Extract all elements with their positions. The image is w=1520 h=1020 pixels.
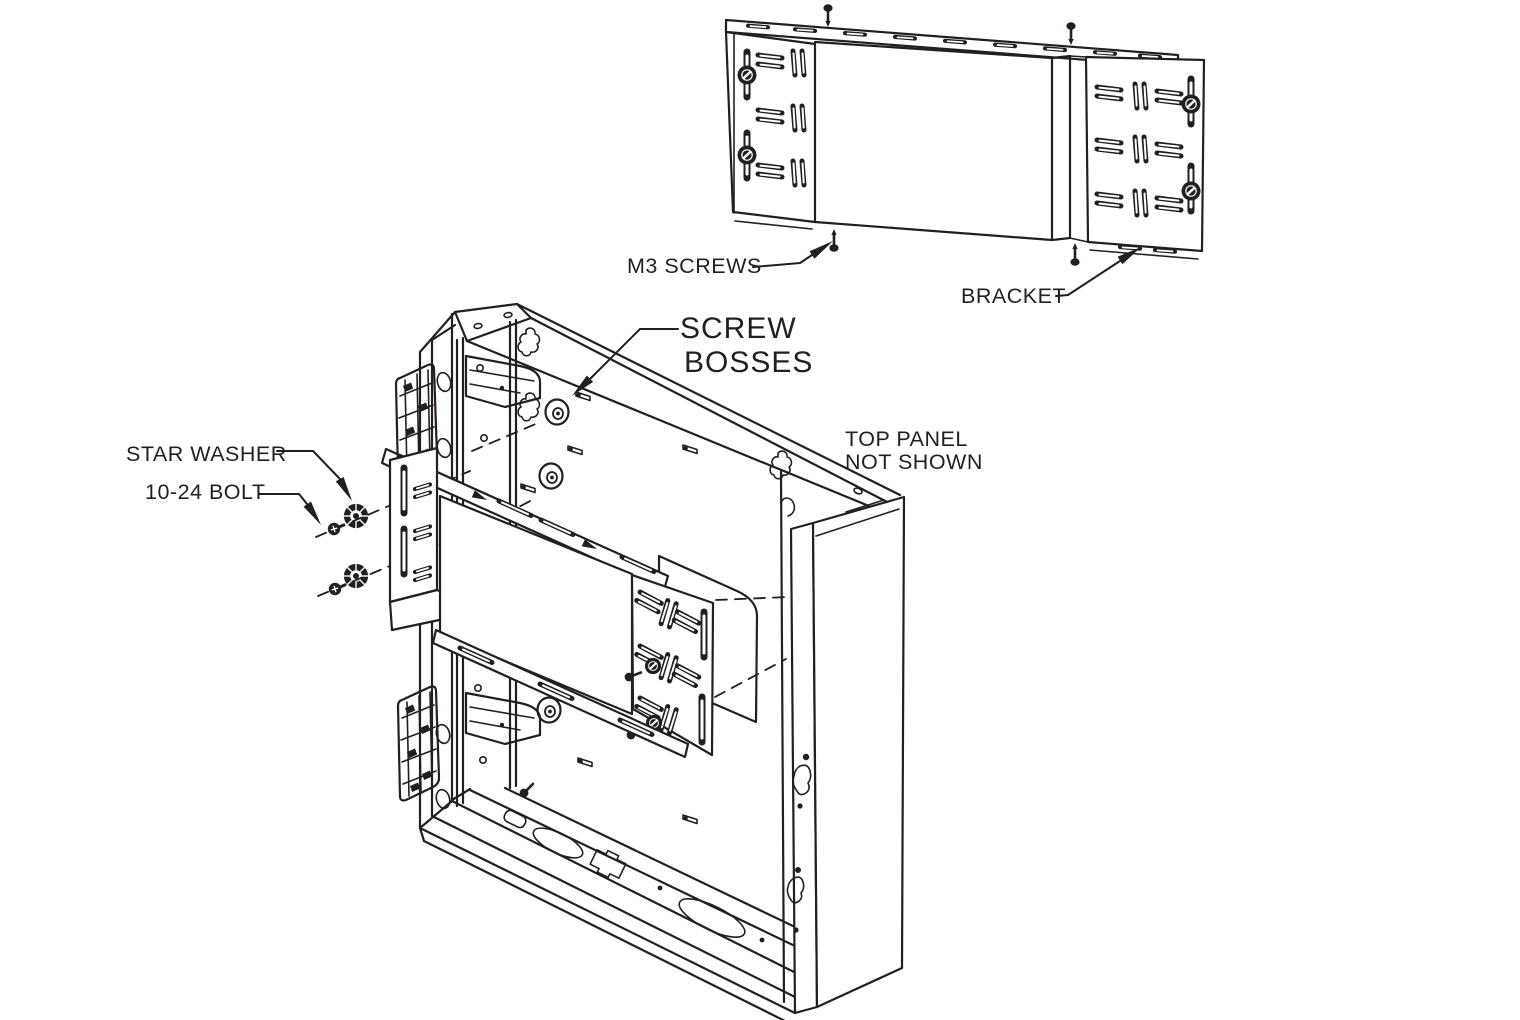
right-door-panel [786, 495, 906, 1015]
mounted-bracket-right-flange [623, 573, 715, 757]
label-star-washer: STAR WASHER [126, 442, 287, 466]
bracket-back-plate [813, 40, 1072, 242]
label-top-panel-2: NOT SHOWN [845, 450, 983, 474]
mounted-bracket-plate [438, 494, 634, 716]
arrowhead-icon [1117, 247, 1141, 265]
exploded-bracket [724, 2, 1206, 268]
assembly-axis-dashed [715, 596, 789, 601]
gusset [464, 354, 542, 409]
arrowhead-icon [572, 375, 594, 396]
bracket-right-flange [1069, 55, 1206, 260]
m3-screw [822, 2, 834, 29]
screw-boss [544, 398, 570, 426]
arrowhead-icon [303, 501, 321, 525]
rail-arrow-mark [471, 490, 487, 500]
m3-screw [828, 227, 840, 254]
leader-line [276, 450, 341, 480]
assembly-axis-dashed [714, 658, 787, 698]
screw-boss [536, 696, 562, 724]
chassis-top-rim [418, 302, 902, 529]
bolt-10-24 [326, 521, 347, 537]
leader-line [752, 254, 813, 268]
label-10-24-bolt: 10-24 BOLT [145, 480, 266, 504]
arrowhead-icon [809, 241, 833, 259]
star-washer [344, 504, 368, 528]
callout-screw-bosses: SCREW BOSSES [572, 312, 813, 396]
bolt-10-24 [327, 581, 348, 597]
label-screw-bosses-1: SCREW [680, 312, 797, 345]
star-washer [344, 564, 368, 588]
note-top-panel: TOP PANEL NOT SHOWN [845, 427, 983, 474]
keyhole-cutout [786, 867, 805, 933]
m3-screw [1065, 20, 1077, 47]
leader-line [258, 493, 308, 505]
m3-screw [1069, 241, 1081, 268]
callout-bracket: BRACKET [961, 247, 1141, 308]
callout-10-24-bolt: 10-24 BOLT [145, 480, 321, 525]
rail-arrow-mark [581, 539, 597, 549]
bracket-left-flange [724, 30, 817, 230]
label-m3-screws: M3 SCREWS [627, 254, 762, 278]
label-bracket: BRACKET [961, 284, 1066, 308]
gusset [464, 691, 542, 746]
back-panel-fold [779, 470, 786, 1004]
bottom-tray [418, 782, 822, 1020]
mounting-hardware [326, 504, 368, 597]
mounted-bracket [380, 446, 789, 759]
arrowhead-icon [335, 477, 352, 501]
leader-line [1055, 260, 1121, 297]
callouts: M3 SCREWS BRACKET SCREW BOSSES STAR WASH… [126, 241, 1141, 525]
screw-boss [538, 462, 564, 490]
leader-line [589, 328, 679, 380]
callout-m3-screws: M3 SCREWS [627, 241, 833, 278]
label-top-panel-1: TOP PANEL [845, 427, 968, 451]
label-screw-bosses-2: BOSSES [684, 346, 813, 379]
keyhole-cutout [792, 753, 812, 809]
callout-star-washer: STAR WASHER [126, 442, 352, 501]
mounted-bracket-bottom-rail [431, 628, 690, 759]
